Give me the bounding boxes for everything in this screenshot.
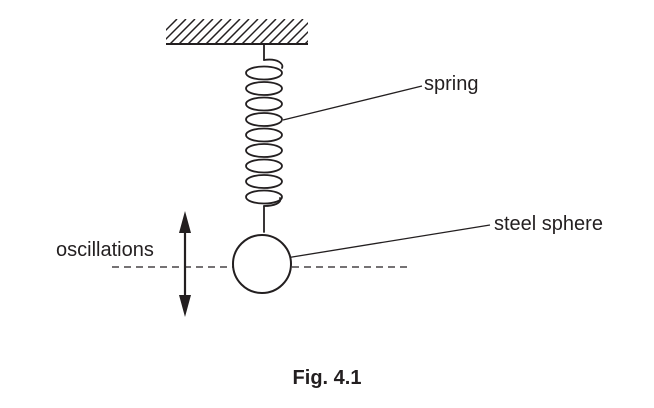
- spring-loop: [245, 158, 283, 174]
- spring-coil: [245, 43, 284, 233]
- steel-sphere: [232, 234, 292, 294]
- spring-loop: [245, 81, 283, 96]
- sphere-leader-line: [285, 224, 491, 259]
- figure-caption: Fig. 4.1: [292, 367, 362, 389]
- oscillations-label: oscillations: [56, 239, 154, 261]
- ceiling-support: [166, 19, 308, 45]
- steel-sphere-label: steel sphere: [494, 213, 603, 235]
- spring-loop: [245, 127, 283, 143]
- arrow-head-down: [179, 295, 191, 317]
- spring-loop: [245, 143, 283, 158]
- oscillation-arrow: [179, 211, 191, 317]
- spring-loop: [245, 189, 283, 205]
- spring-loop: [245, 96, 283, 112]
- spring-label: spring: [424, 73, 479, 95]
- spring-loop: [245, 65, 283, 81]
- ceiling-hatching: [166, 19, 308, 44]
- arrow-head-up: [179, 211, 191, 233]
- spring-loop: [245, 112, 283, 127]
- spring-loop: [245, 174, 283, 189]
- spring-leader-line: [282, 85, 423, 121]
